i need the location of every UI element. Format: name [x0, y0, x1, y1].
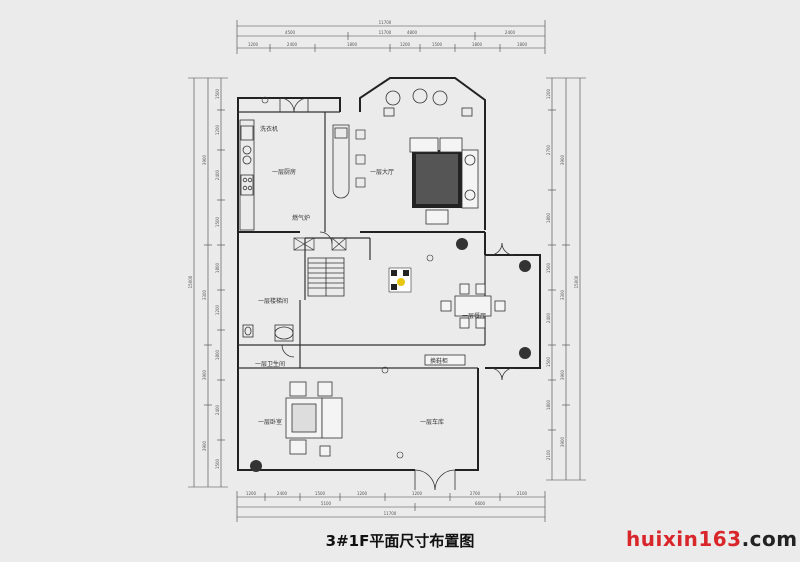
dim-right-total: 15000 [574, 275, 579, 288]
room-label-garage: 一层车库 [420, 418, 444, 426]
doors [279, 97, 515, 491]
plan-caption: 3#1F平面尺寸布置图 [325, 532, 475, 550]
dim-right-inner: 1200 [546, 88, 551, 99]
watermark-part1: huixin163 [626, 527, 742, 551]
right-dimension-labels: 15000 3900 3300 3900 3900 1200 2700 1800… [546, 88, 579, 460]
dim-top-outer: 2400 [505, 30, 516, 35]
dim-left-inner: 2400 [215, 169, 220, 180]
dim-bottom-inner: 2700 [470, 491, 481, 496]
bay-window-chairs [383, 88, 473, 117]
room-label-lounge: 一层大厅 [370, 168, 394, 176]
dim-top-outer: 4500 [285, 30, 296, 35]
dim-left-mid: 3900 [202, 154, 207, 165]
dim-right-mid: 3900 [560, 369, 565, 380]
dim-bottom-inner: 1200 [357, 491, 368, 496]
dim-left-inner: 1200 [215, 124, 220, 135]
dim-right-mid: 3900 [560, 154, 565, 165]
dim-right-inner: 1500 [546, 262, 551, 273]
dim-right-inner: 2100 [546, 449, 551, 460]
left-dimension-labels: 15000 3900 3300 3900 3900 1500 1200 2400… [188, 88, 220, 469]
dining-table [440, 283, 506, 329]
room-labels: 洗衣机 一层厨房 一层大厅 燃气炉 一层楼梯间 一层餐厅 一层卫生间 换鞋柜 一… [255, 125, 486, 426]
bar-stools [355, 129, 366, 188]
dim-left-mid: 3300 [202, 289, 207, 300]
dim-left-inner: 1200 [215, 304, 220, 315]
dim-top-total-2: 11700 [379, 30, 392, 35]
room-label-boiler: 燃气炉 [292, 214, 310, 222]
kitchen-island [332, 124, 350, 199]
dim-left-inner: 1800 [215, 262, 220, 273]
dim-top-inner: 1500 [432, 42, 443, 47]
dim-bottom-inner: 1500 [315, 491, 326, 496]
room-label-shoe-cabinet: 换鞋柜 [430, 357, 448, 365]
room-label-laundry: 洗衣机 [260, 125, 278, 133]
top-dimension-lines [236, 20, 546, 54]
dim-left-total: 15000 [188, 275, 193, 288]
utility-boxes [293, 237, 347, 251]
room-label-dining: 一层餐厅 [462, 312, 486, 320]
dim-bottom-outer: 6600 [475, 501, 486, 506]
dim-bottom-inner: 2400 [277, 491, 288, 496]
exterior-walls [237, 77, 541, 471]
dim-right-inner: 2700 [546, 144, 551, 155]
dim-top-inner: 1800 [517, 42, 528, 47]
room-label-bedroom: 一层卧室 [258, 418, 282, 426]
dim-bottom-total: 11700 [384, 511, 397, 516]
watermark-part2: .com [741, 527, 798, 551]
dim-bottom-inner: 2100 [517, 491, 528, 496]
bottom-dimension-labels: 1200 2400 1500 1200 1200 2700 2100 5100 … [246, 491, 528, 516]
bottom-dimension-lines [236, 491, 546, 522]
lounge-sofas [409, 137, 479, 225]
dim-bottom-outer: 5100 [321, 501, 332, 506]
dim-right-inner: 2400 [546, 312, 551, 323]
right-dimension-lines [546, 77, 586, 481]
dim-left-inner: 1500 [215, 88, 220, 99]
dim-right-inner: 1800 [546, 212, 551, 223]
dim-top-total-1: 11700 [379, 20, 392, 25]
dim-left-inner: 1500 [215, 216, 220, 227]
dim-right-inner: 1500 [546, 356, 551, 367]
dim-right-mid: 3900 [560, 436, 565, 447]
plants [250, 238, 531, 472]
dim-top-inner: 2400 [287, 42, 298, 47]
kitchen-counter [239, 119, 255, 231]
dim-top-inner: 1800 [347, 42, 358, 47]
lounge-rug [412, 150, 462, 208]
dim-bottom-inner: 1200 [412, 491, 423, 496]
dim-top-inner: 1200 [248, 42, 259, 47]
dim-left-mid: 3900 [202, 369, 207, 380]
bedroom-furniture [285, 381, 343, 457]
section-markers [261, 96, 434, 459]
dim-top-inner: 1200 [400, 42, 411, 47]
dim-right-inner: 1800 [546, 399, 551, 410]
dim-left-mid: 3900 [202, 440, 207, 451]
dim-top-outer: 4800 [407, 30, 418, 35]
room-label-kitchen: 一层厨房 [272, 168, 296, 176]
dim-left-inner: 1500 [215, 458, 220, 469]
dim-right-mid: 3300 [560, 289, 565, 300]
dim-left-inner: 1800 [215, 349, 220, 360]
dim-bottom-inner: 1200 [246, 491, 257, 496]
qr-code [388, 267, 412, 293]
dim-left-inner: 2400 [215, 404, 220, 415]
room-label-bathroom: 一层卫生间 [255, 360, 285, 368]
room-label-stairwell: 一层楼梯间 [258, 297, 288, 305]
site-watermark: huixin163.com [626, 527, 798, 551]
dim-top-inner: 1800 [472, 42, 483, 47]
staircase [307, 257, 345, 297]
bathroom-fixtures [242, 324, 294, 342]
top-dimension-labels: 11700 11700 4500 4800 2400 1200 2400 180… [248, 20, 528, 47]
shoe-cabinet [424, 354, 466, 366]
left-dimension-lines [188, 77, 228, 488]
